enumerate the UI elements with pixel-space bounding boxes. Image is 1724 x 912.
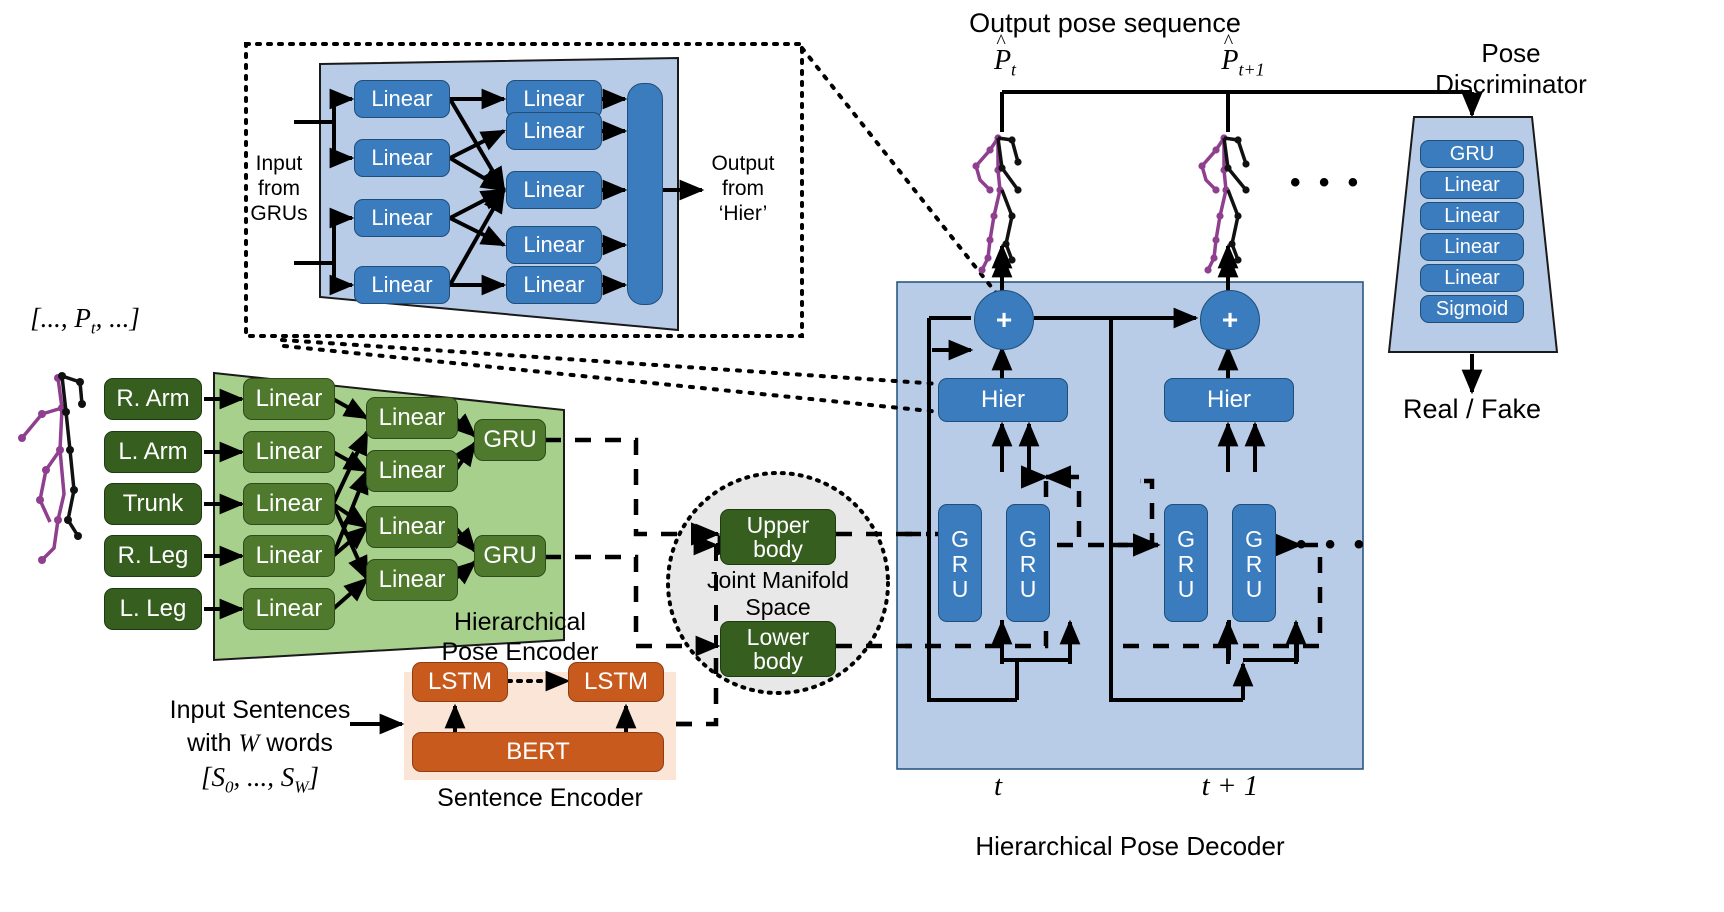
hier-linear-a3[interactable]: Linear xyxy=(354,199,450,237)
decoder-gru-t-lower[interactable]: GRU xyxy=(1006,504,1050,622)
encoder-caption-line1: Hierarchical xyxy=(454,608,586,636)
hier-linear-b2[interactable]: Linear xyxy=(506,112,602,150)
encoder-gru-upper[interactable]: GRU xyxy=(474,419,546,461)
discriminator-caption: Pose Discriminator xyxy=(1386,38,1636,100)
encoder-linear-b2[interactable]: Linear xyxy=(366,450,458,492)
discriminator-layer-gru[interactable]: GRU xyxy=(1420,140,1524,168)
manifold-caption: Joint Manifold Space xyxy=(688,567,868,621)
discriminator-layer-linear-2[interactable]: Linear xyxy=(1420,202,1524,230)
output-title: Output pose sequence xyxy=(969,8,1241,38)
encoder-gru-lower[interactable]: GRU xyxy=(474,535,546,577)
manifold-lower-line2: body xyxy=(753,648,803,674)
sentence-input-line1: Input Sentences xyxy=(169,696,351,724)
hier-linear-b3[interactable]: Linear xyxy=(506,171,602,209)
encoder-linear-b4[interactable]: Linear xyxy=(366,559,458,601)
pose-sequence-label: [..., Pt, ...] xyxy=(30,303,140,338)
decoder-ellipsis: • • • xyxy=(1296,528,1370,561)
encoder-linear-a3[interactable]: Linear xyxy=(243,483,335,525)
manifold-caption-line1: Joint Manifold xyxy=(707,567,849,593)
sentence-input-label: Input Sentences with W words [S0, ..., S… xyxy=(160,694,360,798)
encoder-linear-a2[interactable]: Linear xyxy=(243,431,335,473)
hier-linear-a4[interactable]: Linear xyxy=(354,266,450,304)
sentence-input-line3: [S0, ..., SW] xyxy=(201,762,319,797)
manifold-upper-line1: Upper xyxy=(746,511,810,538)
manifold-upper-line2: body xyxy=(753,536,803,562)
output-pose-label-t: P^t xyxy=(993,31,1017,80)
decoder-plus-t: + xyxy=(974,290,1034,350)
decoder-gru-t-upper[interactable]: GRU xyxy=(938,504,982,622)
encoder-linear-a1[interactable]: Linear xyxy=(243,378,335,420)
output-ellipsis: • • • xyxy=(1290,166,1364,199)
body-part-trunk[interactable]: Trunk xyxy=(104,483,202,525)
output-pose-label-t1: P^t+1 xyxy=(1221,31,1265,80)
body-part-l-leg[interactable]: L. Leg xyxy=(104,588,202,630)
hier-linear-b4[interactable]: Linear xyxy=(506,226,602,264)
encoder-linear-a5[interactable]: Linear xyxy=(243,588,335,630)
encoder-caption-line2: Pose Encoder xyxy=(441,637,599,666)
discriminator-layer-sigmoid[interactable]: Sigmoid xyxy=(1420,295,1524,323)
encoder-linear-b3[interactable]: Linear xyxy=(366,506,458,548)
sentence-bert[interactable]: BERT xyxy=(412,732,664,772)
hier-output-label: Output from ‘Hier’ xyxy=(711,152,775,225)
discriminator-layer-linear-4[interactable]: Linear xyxy=(1420,264,1524,292)
decoder-plus-t1: + xyxy=(1200,290,1260,350)
decoder-timestep-t1: t + 1 xyxy=(1201,770,1259,802)
body-part-r-leg[interactable]: R. Leg xyxy=(104,535,202,577)
sentence-lstm-1[interactable]: LSTM xyxy=(412,662,508,702)
hier-linear-a1[interactable]: Linear xyxy=(354,80,450,118)
decoder-hier-t1[interactable]: Hier xyxy=(1164,378,1294,422)
encoder-linear-a4[interactable]: Linear xyxy=(243,535,335,577)
manifold-lower-line1: Lower xyxy=(746,623,810,650)
manifold-upper-body[interactable]: Upper body xyxy=(720,509,836,565)
manifold-caption-line2: Space xyxy=(745,594,811,621)
hier-linear-b5[interactable]: Linear xyxy=(506,266,602,304)
discriminator-layer-linear-3[interactable]: Linear xyxy=(1420,233,1524,261)
hier-linear-a2[interactable]: Linear xyxy=(354,139,450,177)
body-part-r-arm[interactable]: R. Arm xyxy=(104,378,202,420)
sentence-encoder-caption: Sentence Encoder xyxy=(437,784,643,812)
discriminator-result: Real / Fake xyxy=(1402,394,1542,424)
hier-concat-bar xyxy=(627,83,663,305)
decoder-gru-t1-lower[interactable]: GRU xyxy=(1232,504,1276,622)
sentence-lstm-2[interactable]: LSTM xyxy=(568,662,664,702)
discriminator-caption-line2: Discriminator xyxy=(1435,69,1587,100)
sentence-input-line2: with W words xyxy=(187,728,333,757)
hier-callout-border xyxy=(244,42,804,338)
decoder-hier-t[interactable]: Hier xyxy=(938,378,1068,422)
discriminator-caption-line1: Pose xyxy=(1481,38,1541,68)
decoder-caption: Hierarchical Pose Decoder xyxy=(975,831,1285,861)
encoder-linear-b1[interactable]: Linear xyxy=(366,397,458,439)
decoder-timestep-t: t xyxy=(993,770,1003,802)
decoder-gru-t1-upper[interactable]: GRU xyxy=(1164,504,1208,622)
encoder-caption: Hierarchical Pose Encoder xyxy=(420,608,620,667)
hier-input-label: Input from GRUs xyxy=(250,152,308,225)
body-part-l-arm[interactable]: L. Arm xyxy=(104,431,202,473)
discriminator-layer-linear-1[interactable]: Linear xyxy=(1420,171,1524,199)
manifold-lower-body[interactable]: Lower body xyxy=(720,621,836,677)
